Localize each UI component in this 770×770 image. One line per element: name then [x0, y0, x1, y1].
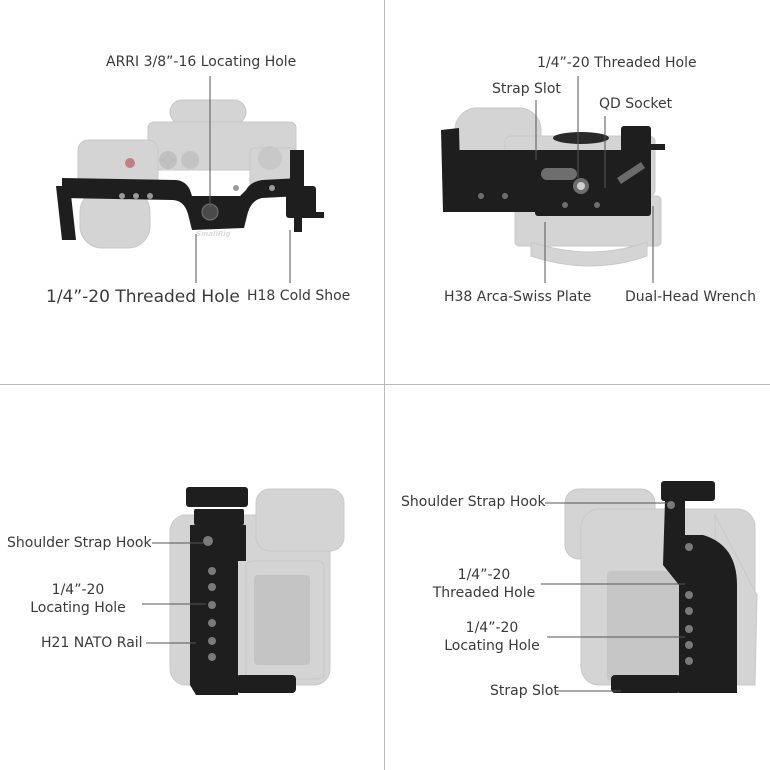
cage-top-bar — [56, 150, 324, 240]
right-side-illustration — [541, 481, 758, 693]
label-strap-slot: Strap Slot — [490, 683, 559, 699]
label-locating-hole-line1: 1/4”-20 — [465, 620, 519, 636]
label-threaded-hole-line2: Threaded Hole — [432, 584, 536, 601]
label-locating-hole: 1/4”-20 Locating Hole — [437, 620, 547, 655]
label-locating-hole: 1/4”-20 Locating Hole — [30, 582, 126, 617]
horizontal-divider — [0, 384, 770, 385]
side-cage-right — [611, 481, 737, 693]
label-threaded-hole: 1/4”-20 Threaded Hole — [46, 287, 240, 307]
label-nato-rail: H21 NATO Rail — [41, 635, 143, 651]
label-locating-hole-line2: Locating Hole — [30, 599, 126, 616]
label-threaded-hole: 1/4”-20 Threaded Hole — [537, 55, 697, 71]
label-threaded-hole-line1: 1/4”-20 — [457, 567, 511, 583]
bottom-view-illustration — [441, 76, 665, 283]
label-qd-socket: QD Socket — [599, 96, 673, 112]
label-wrench: Dual-Head Wrench — [625, 289, 756, 305]
vertical-divider — [384, 0, 385, 770]
label-arca-plate: H38 Arca-Swiss Plate — [444, 289, 592, 305]
brand-logo: SmallRig — [196, 230, 231, 238]
label-locating-hole-line1: 1/4”-20 — [51, 582, 105, 598]
label-cold-shoe: H18 Cold Shoe — [247, 288, 351, 304]
top-view-illustration: SmallRig — [56, 76, 324, 283]
wrench-shape — [617, 162, 645, 184]
left-side-illustration — [142, 487, 345, 695]
label-locating-hole-line2: Locating Hole — [444, 637, 540, 654]
panel-bottom-view: 1/4”-20 Threaded Hole Strap Slot QD Sock… — [385, 0, 770, 384]
label-threaded-hole: 1/4”-20 Threaded Hole — [429, 567, 539, 602]
label-shoulder-strap-hook: Shoulder Strap Hook — [7, 535, 152, 551]
label-shoulder-strap-hook: Shoulder Strap Hook — [401, 494, 546, 510]
label-strap-slot: Strap Slot — [492, 81, 561, 97]
panel-left-side-view: Shoulder Strap Hook 1/4”-20 Locating Hol… — [0, 385, 384, 770]
panel-right-side-view: Shoulder Strap Hook 1/4”-20 Threaded Hol… — [385, 385, 770, 770]
label-arri-locating-hole: ARRI 3/8”-16 Locating Hole — [106, 54, 297, 70]
panel-top-view: SmallRig ARRI 3/8”-16 Locating Hole 1/4”… — [0, 0, 384, 384]
side-cage-grip — [186, 487, 296, 695]
camera-body-ghost — [77, 99, 297, 249]
